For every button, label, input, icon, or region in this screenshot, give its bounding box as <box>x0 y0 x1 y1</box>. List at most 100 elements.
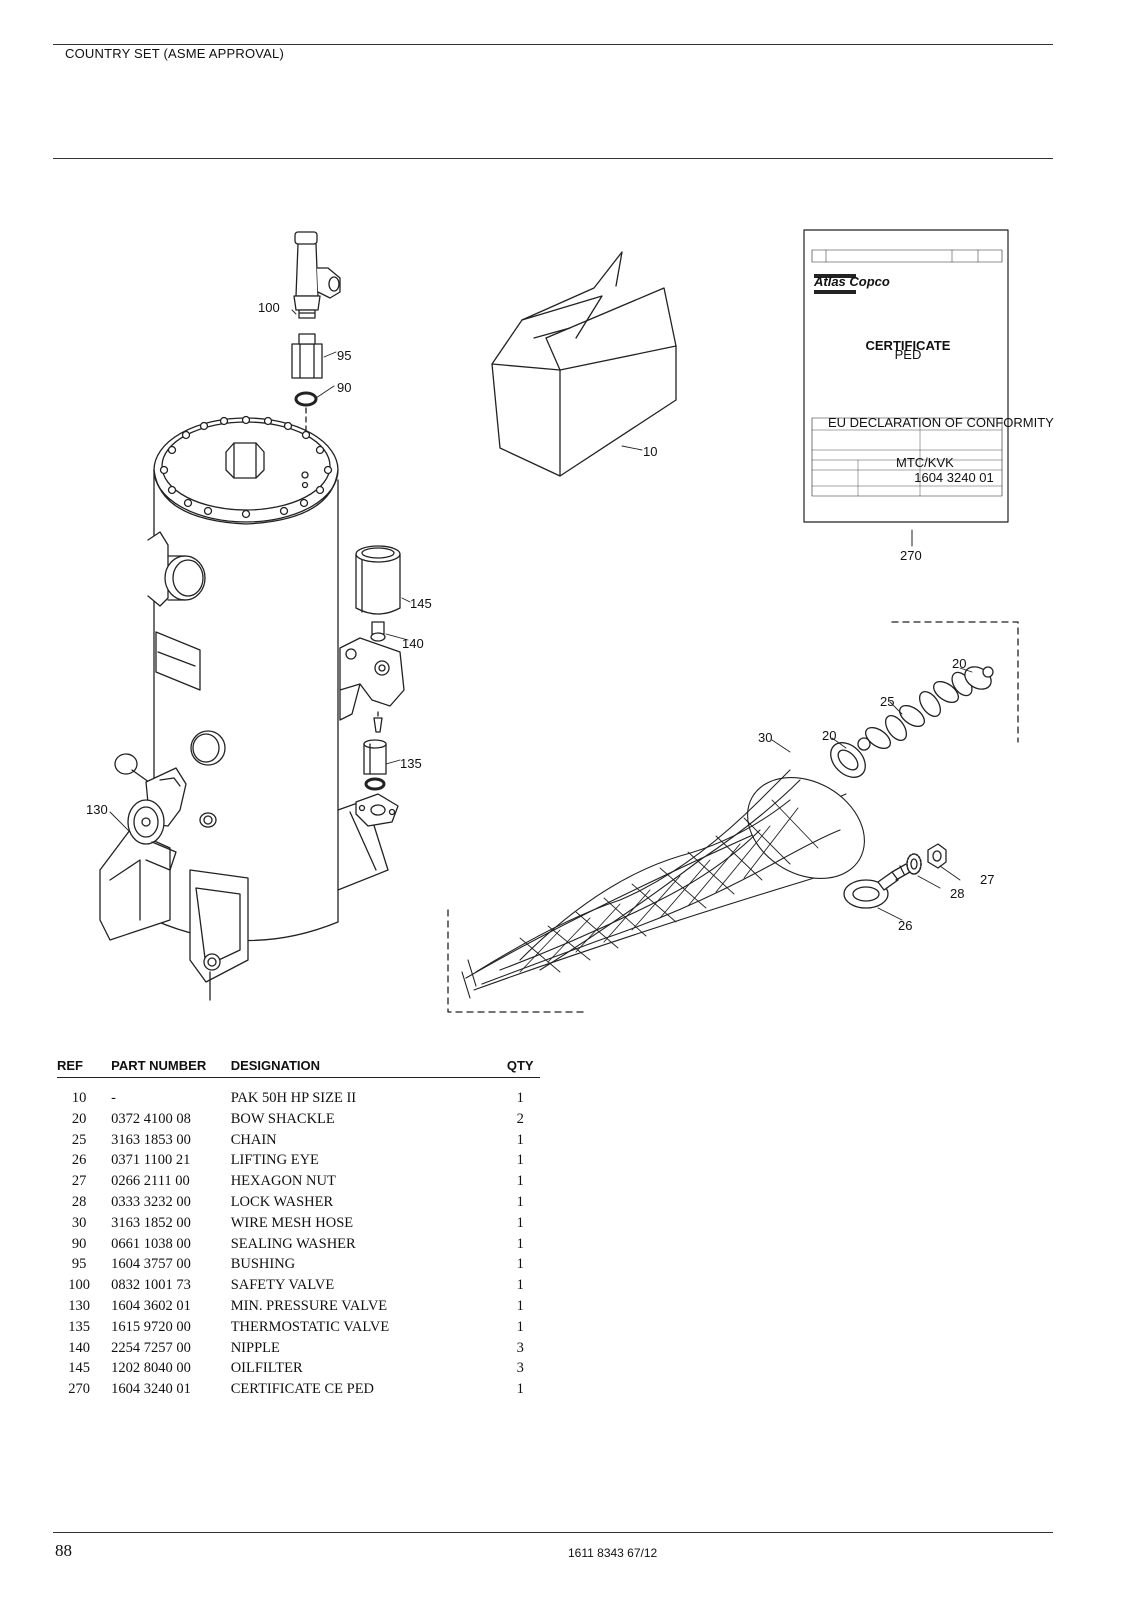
table-row: 140 2254 7257 00 NIPPLE 3 <box>57 1338 540 1359</box>
cell-ref: 140 <box>68 1339 90 1356</box>
callout-27: 27 <box>980 872 994 887</box>
cell-ref: 130 <box>68 1297 90 1314</box>
cell-designation: NIPPLE <box>230 1339 280 1356</box>
cell-part-number: 3163 1853 00 <box>111 1131 191 1148</box>
table-row: 130 1604 3602 01 MIN. PRESSURE VALVE 1 <box>57 1296 540 1317</box>
cell-part-number: 0333 3232 00 <box>111 1193 191 1210</box>
callout-135: 135 <box>400 756 422 771</box>
wire-mesh-hose-part-30 <box>461 769 865 999</box>
cell-ref: 270 <box>68 1381 90 1398</box>
cell-qty: 1 <box>516 1318 524 1335</box>
top-rule <box>53 44 1053 45</box>
filter-head-manifold <box>339 637 405 733</box>
cell-qty: 1 <box>516 1381 524 1398</box>
page-number: 88 <box>55 1541 72 1560</box>
cell-qty: 1 <box>516 1214 524 1231</box>
cell-qty: 1 <box>516 1297 524 1314</box>
cell-part-number: 1202 8040 00 <box>111 1360 191 1377</box>
document-code: 1611 8343 67/12 <box>568 1546 658 1560</box>
cell-designation: SAFETY VALVE <box>230 1277 335 1294</box>
certificate-title: CERTIFICATE <box>866 338 951 353</box>
packing-box-part-10 <box>491 251 677 477</box>
cell-qty: 1 <box>516 1131 524 1148</box>
cell-designation: BUSHING <box>230 1256 296 1273</box>
callout-20-lower: 20 <box>822 728 836 743</box>
callout-95: 95 <box>337 348 351 363</box>
cell-ref: 145 <box>68 1360 90 1377</box>
safety-valve-part-100 <box>293 231 341 319</box>
callout-270: 270 <box>900 548 922 563</box>
cell-qty: 1 <box>516 1277 524 1294</box>
callout-25: 25 <box>880 694 894 709</box>
cell-designation: BOW SHACKLE <box>230 1110 335 1127</box>
thermostatic-valve-part-135 <box>355 739 399 827</box>
oil-filter-part-145 <box>355 545 401 615</box>
cell-part-number: 0266 2111 00 <box>111 1173 190 1190</box>
page-header-title: COUNTRY SET (ASME APPROVAL) <box>65 46 284 61</box>
lock-washer-part-28 <box>906 853 922 875</box>
table-row: 270 1604 3240 01 CERTIFICATE CE PED 1 <box>57 1379 540 1400</box>
cell-designation: THERMOSTATIC VALVE <box>230 1318 390 1335</box>
cell-qty: 3 <box>516 1339 524 1356</box>
cell-ref: 100 <box>68 1277 90 1294</box>
sealing-washer-part-90 <box>294 391 318 407</box>
cell-qty: 1 <box>516 1090 524 1106</box>
callout-145: 145 <box>410 596 432 611</box>
cell-ref: 95 <box>71 1256 87 1273</box>
cell-part-number: 1604 3602 01 <box>111 1297 191 1314</box>
cell-designation: WIRE MESH HOSE <box>230 1214 354 1231</box>
table-row: 100 0832 1001 73 SAFETY VALVE 1 <box>57 1275 540 1296</box>
table-row: 30 3163 1852 00 WIRE MESH HOSE 1 <box>57 1213 540 1234</box>
cell-ref: 90 <box>71 1235 87 1252</box>
cell-qty: 2 <box>516 1110 524 1127</box>
callout-90: 90 <box>337 380 351 395</box>
cell-designation: MIN. PRESSURE VALVE <box>230 1297 388 1314</box>
cell-ref: 25 <box>71 1131 87 1148</box>
cell-part-number: 0661 1038 00 <box>111 1235 191 1252</box>
cell-designation: CERTIFICATE CE PED <box>230 1381 375 1398</box>
column-header-part-number: PART NUMBER <box>111 1058 231 1078</box>
table-row: 10 - PAK 50H HP SIZE II 1 <box>57 1078 540 1109</box>
cell-part-number: 1604 3757 00 <box>111 1256 191 1273</box>
callout-100: 100 <box>258 300 280 315</box>
cell-ref: 30 <box>71 1214 87 1231</box>
footer-rule <box>53 1532 1053 1533</box>
chain-part-25 <box>830 666 994 778</box>
cell-designation: CHAIN <box>230 1131 277 1148</box>
hexagon-nut-part-27 <box>927 843 947 869</box>
cell-designation: PAK 50H HP SIZE II <box>230 1090 357 1106</box>
cell-qty: 1 <box>516 1256 524 1273</box>
callout-10: 10 <box>643 444 657 459</box>
column-header-designation: DESIGNATION <box>230 1058 501 1078</box>
certificate-part-number: 1604 3240 01 <box>914 470 994 485</box>
header-bottom-rule <box>53 158 1053 159</box>
bushing-part-95 <box>291 333 323 379</box>
callout-20-upper: 20 <box>952 656 966 671</box>
callout-140: 140 <box>402 636 424 651</box>
table-header-row: REF PART NUMBER DESIGNATION QTY <box>57 1058 540 1078</box>
cell-designation: LOCK WASHER <box>230 1193 334 1210</box>
nipple-part-140 <box>370 621 386 642</box>
certificate-declaration: EU DECLARATION OF CONFORMITY <box>828 415 1054 430</box>
cell-ref: 28 <box>71 1193 87 1210</box>
cell-part-number: - <box>111 1090 116 1106</box>
callout-30: 30 <box>758 730 772 745</box>
cell-ref: 26 <box>71 1152 87 1169</box>
cell-designation: OILFILTER <box>230 1360 303 1377</box>
receiver-vessel <box>99 415 389 1001</box>
cell-part-number: 1604 3240 01 <box>111 1381 191 1398</box>
cell-designation: HEXAGON NUT <box>230 1173 336 1190</box>
callout-26: 26 <box>898 918 912 933</box>
cell-part-number: 0832 1001 73 <box>111 1277 191 1294</box>
cell-ref: 135 <box>68 1318 90 1335</box>
cell-ref: 10 <box>71 1090 87 1106</box>
cell-part-number: 3163 1852 00 <box>111 1214 191 1231</box>
cell-qty: 1 <box>516 1152 524 1169</box>
cell-designation: LIFTING EYE <box>230 1152 319 1169</box>
callout-130: 130 <box>86 802 108 817</box>
certificate-brand-logo: Atlas Copco <box>813 274 890 289</box>
cell-part-number: 1615 9720 00 <box>111 1318 191 1335</box>
callout-28: 28 <box>950 886 964 901</box>
cell-part-number: 2254 7257 00 <box>111 1339 191 1356</box>
